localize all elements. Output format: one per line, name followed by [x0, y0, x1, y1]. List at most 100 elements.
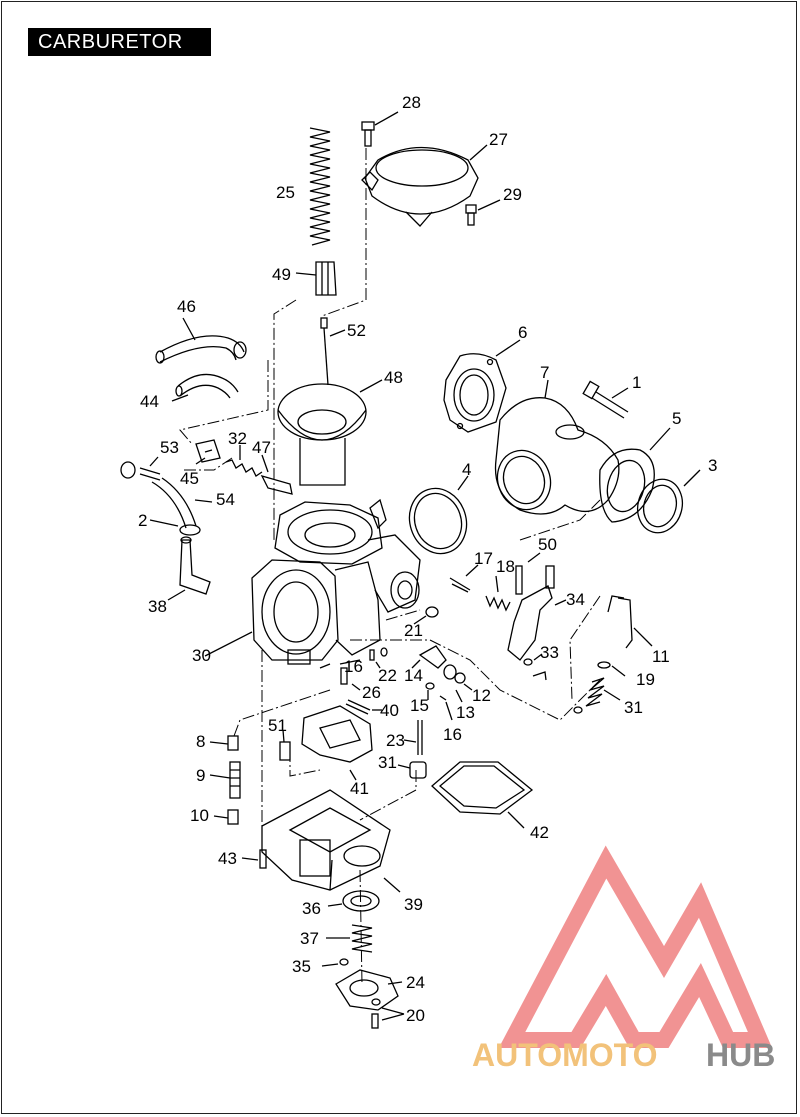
seal-part-3	[636, 469, 701, 534]
callout-31-a: 31	[624, 698, 643, 717]
leader-part-2	[149, 519, 179, 527]
callout-19: 19	[636, 670, 655, 689]
callout-10: 10	[190, 806, 209, 825]
callout-43: 43	[218, 849, 237, 868]
float-bowl-part-39	[261, 789, 401, 893]
needle-part-52	[320, 317, 346, 386]
needle-holder-part-49	[295, 261, 337, 296]
hose-part-46	[155, 317, 247, 364]
callout-11: 11	[652, 647, 670, 666]
callout-35: 35	[292, 957, 311, 976]
callout-46: 46	[177, 297, 196, 316]
spring-part-25	[309, 127, 331, 246]
bracket-part-34	[507, 565, 567, 661]
callout-21: 21	[404, 621, 423, 640]
callout-49: 49	[272, 265, 291, 284]
callout-8: 8	[196, 732, 205, 751]
callout-53: 53	[160, 438, 179, 457]
callout-31-b: 31	[378, 753, 397, 772]
plug-part-21	[413, 606, 439, 625]
fitting-part-38	[167, 536, 211, 601]
callout-33: 33	[540, 643, 559, 662]
callout-28: 28	[402, 93, 421, 112]
rod-part-11	[607, 595, 653, 649]
callout-51: 51	[268, 716, 287, 735]
callout-38: 38	[148, 597, 167, 616]
callout-26: 26	[362, 683, 381, 702]
watermark-text: AUTOMOTO HUB	[472, 1037, 775, 1073]
callout-52: 52	[347, 321, 366, 340]
callout-25: 25	[276, 183, 295, 202]
assembly-center-lines	[179, 148, 601, 985]
callout-32: 32	[228, 429, 247, 448]
flange-part-6	[443, 339, 521, 433]
spring-part-18	[485, 575, 511, 612]
hose-part-54	[151, 477, 213, 536]
callout-16-a: 16	[344, 657, 363, 676]
callout-13: 13	[456, 703, 475, 722]
callout-54: 54	[216, 490, 235, 509]
lever-part-14	[411, 645, 447, 669]
callout-3: 3	[708, 456, 717, 475]
callout-24: 24	[406, 973, 425, 992]
callout-23: 23	[386, 731, 405, 750]
callout-34: 34	[566, 590, 585, 609]
callout-29: 29	[503, 185, 522, 204]
pin-part-23	[403, 720, 423, 755]
callout-4: 4	[462, 460, 471, 479]
housing-part-41	[301, 705, 373, 781]
jets-part-8-9-10	[209, 735, 241, 825]
watermark-logo-icon	[498, 845, 773, 1048]
screw-part-17	[449, 564, 479, 593]
small-parts-22-26-40	[340, 647, 388, 715]
diaphragm-part-48	[277, 379, 383, 486]
callout-44: 44	[140, 392, 159, 411]
seal-part-4	[408, 475, 469, 555]
callout-47: 47	[252, 438, 271, 457]
screw-part-33	[523, 653, 547, 681]
diaphragm-part-36	[327, 890, 380, 912]
callout-5: 5	[672, 409, 681, 428]
callout-16-b: 16	[443, 725, 462, 744]
callout-40: 40	[380, 701, 399, 720]
callout-14: 14	[404, 666, 423, 685]
watermark-part1: AUTOMOTO	[472, 1037, 657, 1073]
hose-part-44	[171, 373, 239, 402]
manifold-part-7	[494, 379, 620, 515]
callout-42: 42	[530, 823, 549, 842]
screws-part-20	[371, 998, 405, 1029]
callout-48: 48	[384, 368, 403, 387]
callout-37: 37	[300, 929, 319, 948]
callout-1: 1	[632, 373, 641, 392]
callout-7: 7	[540, 363, 549, 382]
screw-part-43	[241, 849, 267, 869]
diagram-title: CARBURETOR	[28, 28, 211, 56]
callout-30: 30	[192, 646, 211, 665]
callout-2: 2	[138, 511, 147, 530]
cover-part-24	[335, 969, 403, 1011]
small-parts-12-16	[425, 664, 473, 721]
screw-part-32-47	[225, 445, 293, 495]
callout-45: 45	[180, 469, 199, 488]
callout-39: 39	[404, 895, 423, 914]
screw-part-50	[515, 552, 541, 595]
spring-part-37	[326, 924, 373, 953]
screw-part-28	[361, 111, 399, 147]
callout-18: 18	[496, 557, 515, 576]
gasket-part-42	[431, 761, 534, 829]
callout-9: 9	[196, 766, 205, 785]
callout-20: 20	[406, 1006, 425, 1025]
cover-part-27	[361, 144, 488, 227]
callout-6: 6	[518, 323, 527, 342]
plug-part-31b	[397, 761, 427, 779]
callout-12: 12	[472, 686, 491, 705]
spring-part-31	[573, 677, 621, 714]
gasket-part-5	[599, 427, 671, 523]
callout-22: 22	[378, 666, 397, 685]
callout-17: 17	[474, 549, 493, 568]
bolt-part-1	[582, 380, 629, 419]
callout-50: 50	[538, 535, 557, 554]
fitting-part-45	[195, 439, 221, 465]
